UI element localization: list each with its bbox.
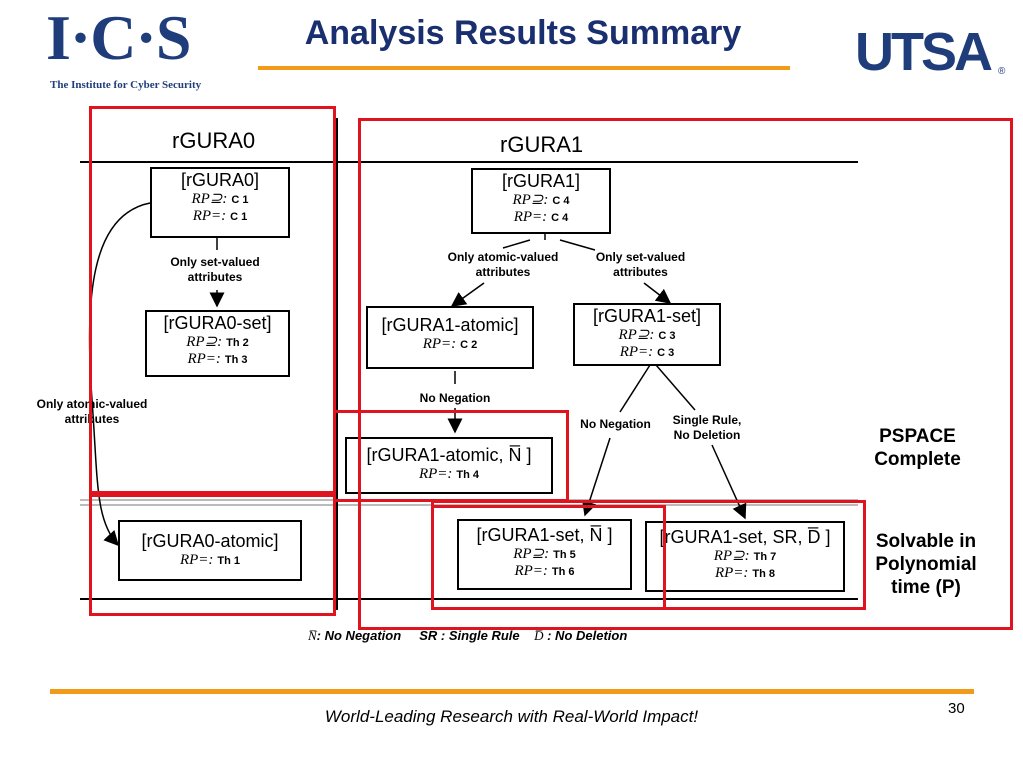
class-label-polynomial: Solvable in Polynomial time (P) xyxy=(875,531,977,598)
rp-supset-symbol: RP⊇: xyxy=(191,191,228,207)
highlight-rgura0-pspace xyxy=(89,106,336,494)
edge-set-sr-arrow xyxy=(711,444,747,520)
result-eq: Th 4 xyxy=(456,469,480,481)
node-label: [rGURA0] xyxy=(180,170,259,190)
result-eq: C 3 xyxy=(657,347,675,359)
slide-title: Analysis Results Summary xyxy=(304,14,742,52)
node-rgura0: [rGURA0] RP⊇:C 1 RP=:C 1 xyxy=(150,167,290,238)
node-rgura1-set: [rGURA1-set] RP⊇:C 3 RP=:C 3 xyxy=(573,303,721,366)
rp-eq-symbol: RP=: xyxy=(714,565,749,581)
result-supset: Th 7 xyxy=(753,551,777,563)
result-eq: Th 3 xyxy=(224,354,248,366)
result-eq: Th 8 xyxy=(752,568,776,580)
edge-label-no-negation-right: No Negation xyxy=(580,417,651,431)
result-supset: C 3 xyxy=(658,330,676,342)
rp-eq-symbol: RP=: xyxy=(619,344,654,360)
node-label: [rGURA1-set, SR, D̅ ] xyxy=(659,527,831,547)
edge-set-sr-top xyxy=(655,364,696,411)
rp-eq-symbol: RP=: xyxy=(513,209,548,225)
result-supset: C 4 xyxy=(552,195,570,207)
result-eq: Th 1 xyxy=(217,555,241,567)
rp-eq-symbol: RP=: xyxy=(187,351,221,367)
edge-label-only-set-right: Only set-valued attributes xyxy=(595,250,686,279)
node-label: [rGURA1-atomic, N̅ ] xyxy=(366,445,532,465)
legend: N̅: No Negation SR : Single Rule D̅ : No… xyxy=(308,628,627,644)
rp-supset-symbol: RP⊇: xyxy=(618,327,655,343)
footer-tagline: World-Leading Research with Real-World I… xyxy=(324,707,699,726)
highlight-rgura1-atomic-n xyxy=(333,410,569,502)
legend-d-text: : No Deletion xyxy=(547,628,628,643)
edge-r1-atomic-top xyxy=(502,239,531,249)
node-label: [rGURA1-set] xyxy=(592,306,702,326)
rp-eq-symbol: RP=: xyxy=(422,336,457,352)
column-header-rgura0: rGURA0 xyxy=(172,128,256,153)
node-rgura1-atomic-n: [rGURA1-atomic, N̅ ] RP=:Th 4 xyxy=(345,437,553,494)
edge-label-only-set-left: Only set-valued attributes xyxy=(170,255,260,284)
node-rgura1: [rGURA1] RP⊇:C 4 RP=:C 4 xyxy=(471,168,611,234)
node-rgura1-atomic: [rGURA1-atomic] RP=:C 2 xyxy=(366,306,534,369)
node-rgura0-atomic: [rGURA0-atomic] RP=:Th 1 xyxy=(118,520,302,581)
title-underline xyxy=(258,66,790,70)
node-rgura1-set-n: [rGURA1-set, N̅ ] RP⊇:Th 5 RP=:Th 6 xyxy=(457,519,632,590)
footer-rule xyxy=(50,689,974,694)
ics-logo: I·C·S xyxy=(46,2,191,73)
highlight-rgura0-poly xyxy=(89,494,336,616)
node-label: [rGURA1-set, N̅ ] xyxy=(476,525,613,545)
result-eq: C 2 xyxy=(460,339,478,351)
legend-d-symbol: D̅ xyxy=(534,628,544,643)
rp-supset-symbol: RP⊇: xyxy=(512,192,549,208)
highlight-rgura1 xyxy=(358,118,1013,630)
node-label: [rGURA1] xyxy=(501,171,580,191)
edge-set-n-top xyxy=(619,364,651,413)
edge-r1-set-top xyxy=(559,239,596,251)
result-supset: Th 2 xyxy=(226,337,249,349)
rp-eq-symbol: RP=: xyxy=(179,552,214,568)
edge-r1-atomic-arrow xyxy=(450,282,485,307)
highlight-poly-region xyxy=(431,500,866,610)
utsa-logo: UTSA xyxy=(855,22,993,82)
rp-supset-symbol: RP⊇: xyxy=(186,334,223,350)
ics-logo-subtitle: The Institute for Cyber Security xyxy=(50,79,202,91)
node-label: [rGURA0-set] xyxy=(163,313,272,333)
utsa-logo-registered: ® xyxy=(998,66,1006,77)
legend-sr-text: SR : Single Rule xyxy=(419,628,520,643)
column-header-rgura1: rGURA1 xyxy=(500,132,584,157)
node-label: [rGURA1-atomic] xyxy=(381,315,519,335)
edge-label-single-rule: Single Rule, No Deletion xyxy=(672,413,742,442)
rp-eq-symbol: RP=: xyxy=(514,563,548,579)
node-rgura1-set-sr-d: [rGURA1-set, SR, D̅ ] RP⊇:Th 7 RP=:Th 8 xyxy=(645,521,845,592)
result-eq: Th 6 xyxy=(551,566,575,578)
node-label: [rGURA0-atomic] xyxy=(141,531,279,551)
edge-r1-set-arrow xyxy=(643,282,672,304)
legend-n-symbol: N̅ xyxy=(308,628,317,643)
result-supset: C 1 xyxy=(231,194,249,206)
rp-supset-symbol: RP⊇: xyxy=(513,546,550,562)
page-number: 30 xyxy=(948,700,965,717)
rp-supset-symbol: RP⊇: xyxy=(713,548,750,564)
rp-eq-symbol: RP=: xyxy=(192,208,227,224)
result-eq: C 1 xyxy=(230,211,248,223)
class-label-pspace: PSPACE Complete xyxy=(874,426,961,470)
result-supset: Th 5 xyxy=(553,549,576,561)
legend-n-text: : No Negation xyxy=(316,628,402,643)
edge-label-no-negation-mid: No Negation xyxy=(419,391,491,405)
node-rgura0-set: [rGURA0-set] RP⊇:Th 2 RP=:Th 3 xyxy=(145,310,290,377)
rp-eq-symbol: RP=: xyxy=(418,466,453,482)
edge-label-only-atomic-right: Only atomic-valued attributes xyxy=(447,250,559,279)
result-eq: C 4 xyxy=(551,212,569,224)
